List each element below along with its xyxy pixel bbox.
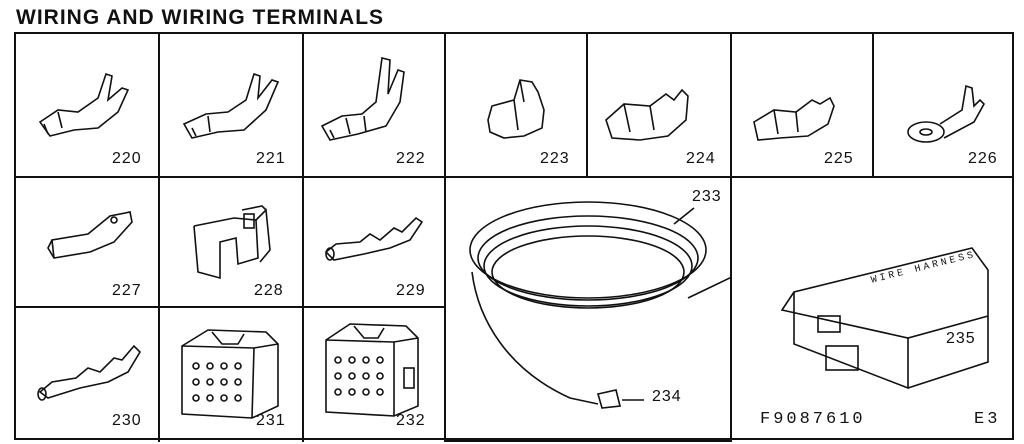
cell-227: 227 <box>16 178 160 308</box>
cell-232: 232 <box>304 308 446 442</box>
part-number-233: 233 <box>692 188 722 205</box>
diagram-title: WIRING AND WIRING TERMINALS <box>16 6 385 29</box>
terminal-227-drawing <box>47 211 133 259</box>
terminal-225-drawing <box>753 96 835 141</box>
parts-grid: 220 221 222 223 224 225 <box>14 32 1014 442</box>
part-number-224: 224 <box>686 150 716 167</box>
part-number-231: 231 <box>256 412 286 429</box>
cell-229: 229 <box>304 178 446 308</box>
page-code: E3 <box>974 410 1001 429</box>
cell-228: 228 <box>160 178 304 308</box>
cell-222: 222 <box>304 34 446 178</box>
terminal-230-drawing <box>37 344 142 401</box>
cell-233-234: 233 234 <box>446 178 732 442</box>
cell-224: 224 <box>588 34 732 178</box>
part-number-232: 232 <box>396 412 426 429</box>
terminal-222-drawing <box>320 57 405 141</box>
terminal-229-drawing <box>324 216 424 261</box>
terminal-224-drawing <box>605 88 689 141</box>
part-number-223: 223 <box>540 150 570 167</box>
part-number-220: 220 <box>112 150 142 167</box>
cell-225: 225 <box>732 34 874 178</box>
cell-221: 221 <box>160 34 304 178</box>
figure-code: F9087610 <box>760 410 866 429</box>
terminal-220-drawing <box>38 72 130 137</box>
part-number-225: 225 <box>824 150 854 167</box>
part-number-222: 222 <box>396 150 426 167</box>
part-number-229: 229 <box>396 282 426 299</box>
cell-230: 230 <box>16 308 160 442</box>
part-number-235: 235 <box>946 330 976 347</box>
terminal-226-drawing <box>907 84 985 143</box>
cell-226: 226 <box>874 34 1014 178</box>
cell-223: 223 <box>446 34 588 178</box>
terminal-223-drawing <box>487 79 545 139</box>
terminal-228-drawing <box>193 205 271 280</box>
terminal-221-drawing <box>182 72 280 139</box>
cell-231: 231 <box>160 308 304 442</box>
part-number-227: 227 <box>112 282 142 299</box>
part-number-230: 230 <box>112 412 142 429</box>
part-number-234: 234 <box>652 388 682 405</box>
part-number-226: 226 <box>968 150 998 167</box>
connector-232-drawing <box>325 323 419 417</box>
part-number-228: 228 <box>254 282 284 299</box>
connector-231-drawing <box>181 329 279 419</box>
wire-coil-drawing <box>469 201 730 409</box>
wire-harness-box-drawing <box>780 247 989 390</box>
cell-220: 220 <box>16 34 160 178</box>
cell-235: WIRE HARNESS 235 F9087610 E3 <box>732 178 1014 442</box>
part-number-221: 221 <box>256 150 286 167</box>
